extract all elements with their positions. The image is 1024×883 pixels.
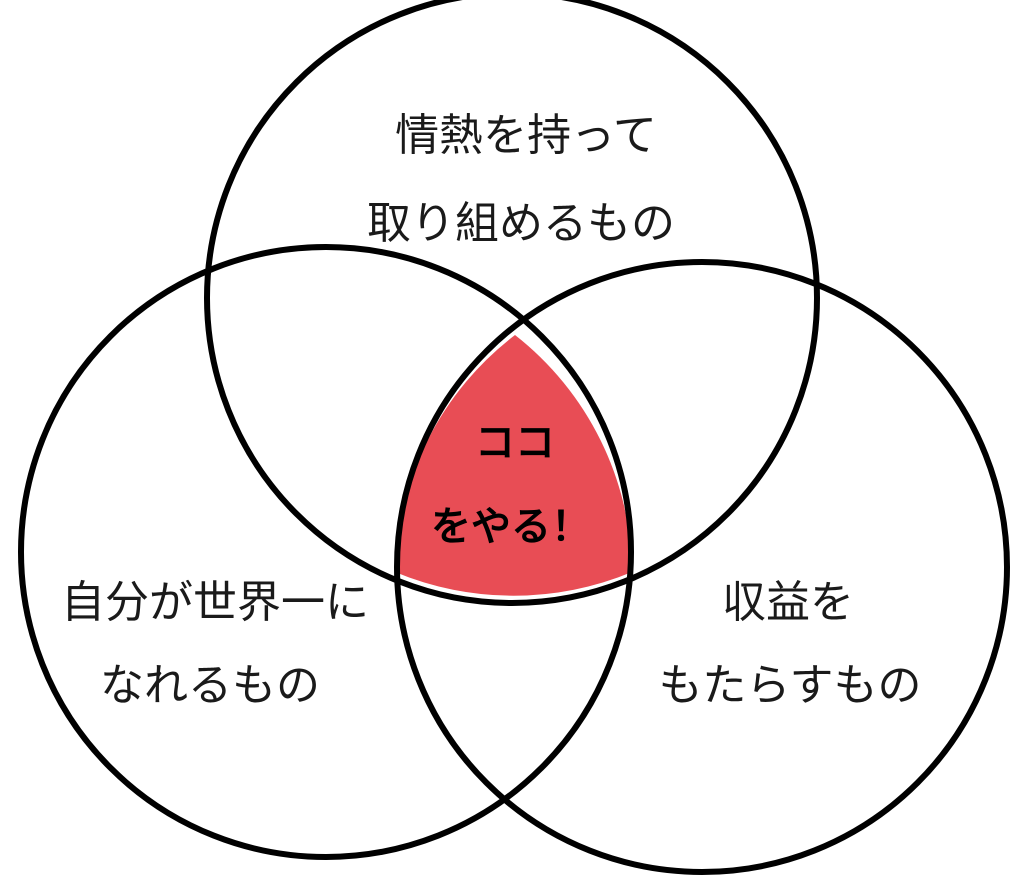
top-set-label-line2: 取り組めるもの xyxy=(367,198,675,249)
left-set-label-line1: 自分が世界一に xyxy=(61,577,369,628)
intersection-highlight xyxy=(395,335,632,596)
right-set-label-line1: 収益を xyxy=(722,577,854,628)
circle-top xyxy=(204,0,820,606)
circle-right xyxy=(394,259,1010,875)
top-set-label-line1: 情熱を持って xyxy=(395,110,657,161)
center-label-line1: ココ xyxy=(475,420,555,466)
circle-left xyxy=(18,244,634,860)
right-set-label-line2: もたらすもの xyxy=(658,660,921,711)
left-set-label-line2: なれるもの xyxy=(100,660,320,711)
center-label-line2: をやる！ xyxy=(431,504,591,550)
